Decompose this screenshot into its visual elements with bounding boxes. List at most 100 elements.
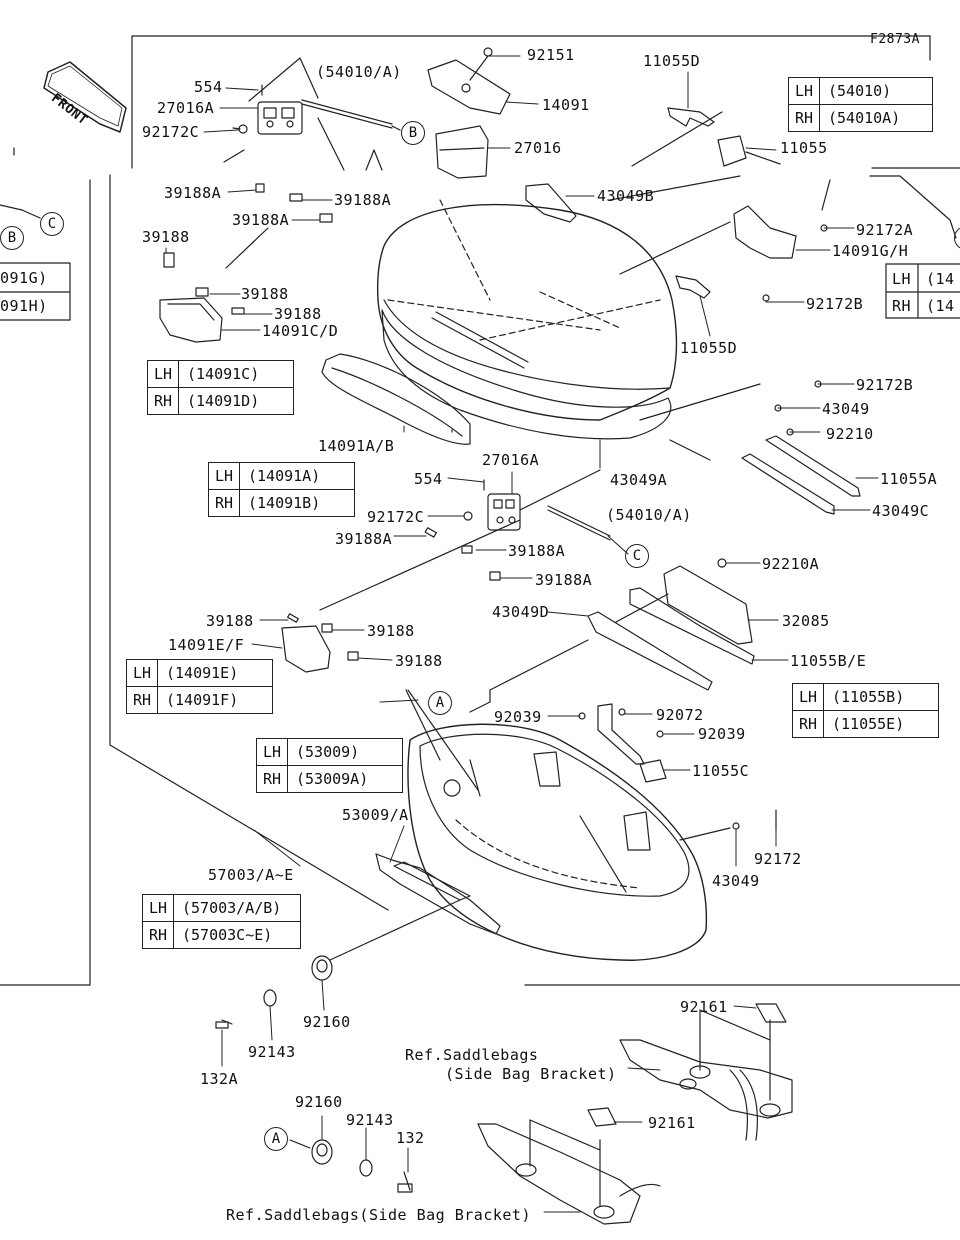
label-14091ab: 14091A/B [318, 437, 395, 455]
label-92161-2: 92161 [648, 1114, 696, 1132]
strip-11055be [629, 587, 755, 665]
table-11055be: LH(11055B) RH(11055E) [792, 683, 939, 738]
cover-14091ef [281, 625, 331, 673]
label-11055c: 11055C [692, 762, 750, 780]
label-43049c: 43049C [872, 502, 930, 520]
label-54010a-mid: (54010/A) [606, 506, 692, 524]
cut-left-text-1: 091G) [0, 269, 48, 287]
saddlebag-case [405, 429, 708, 961]
label-43049b: 43049B [597, 187, 655, 205]
label-27016a-top: 27016A [157, 99, 215, 117]
label-54010a-top: (54010/A) [316, 63, 402, 81]
strip-43049c [741, 453, 835, 515]
ref-circle-b-left: B [0, 226, 24, 250]
label-39188a-2: 39188A [334, 191, 392, 209]
label-39188-b: 39188 [241, 285, 289, 303]
bracket-11055d-mid [675, 275, 711, 299]
label-92172b-1: 92172B [806, 295, 864, 313]
ref-circle-a-top: A [428, 691, 452, 715]
label-39188a-5: 39188A [508, 542, 566, 560]
label-14091ef: 14091E/F [168, 636, 245, 654]
label-43049a: 43049A [610, 471, 668, 489]
label-92143-2: 92143 [346, 1111, 394, 1129]
front-arrow-icon [43, 61, 127, 133]
figure-id: F2873A [870, 32, 920, 47]
table-57003: LH(57003/A/B) RH(57003C~E) [142, 894, 301, 949]
bracket-11055d-top [667, 107, 715, 127]
label-132: 132 [396, 1129, 425, 1147]
leader-lines [165, 55, 879, 1213]
table-14091ef: LH(14091E) RH(14091F) [126, 659, 273, 714]
label-92172b-2: 92172B [856, 376, 914, 394]
label-11055: 11055 [780, 139, 828, 157]
label-554-top: 554 [194, 78, 223, 96]
rod-54010-right [869, 175, 957, 239]
label-92161-1: 92161 [680, 998, 728, 1016]
label-43049: 43049 [822, 400, 870, 418]
label-92160-2: 92160 [295, 1093, 343, 1111]
label-57003: 57003/A~E [208, 866, 294, 884]
cover-14091gh [733, 205, 797, 259]
label-39188-e: 39188 [367, 622, 415, 640]
label-39188a-6: 39188A [535, 571, 593, 589]
cut-right-rh: RH [892, 297, 912, 315]
saddlebag-lid [376, 199, 678, 440]
strip-11055a [765, 435, 861, 497]
ref-saddlebags-1-sub: (Side Bag Bracket) [445, 1065, 617, 1083]
label-43049-b: 43049 [712, 872, 760, 890]
lid-strip [321, 353, 471, 445]
label-92151: 92151 [527, 46, 575, 64]
label-53009a: 53009/A [342, 806, 409, 824]
label-14091cd: 14091C/D [262, 322, 339, 340]
strip-53009a [375, 853, 501, 935]
label-11055d-mid: 11055D [680, 339, 738, 357]
top-lock-assembly [223, 57, 401, 171]
label-92172: 92172 [754, 850, 802, 868]
label-92210a: 92210A [762, 555, 820, 573]
ref-saddlebags-2: Ref.Saddlebags(Side Bag Bracket) [226, 1206, 531, 1224]
strip-43049d [587, 611, 713, 691]
table-54010: LH(54010) RH(54010A) [788, 77, 933, 132]
ref-circle-a-bottom: A [264, 1127, 288, 1151]
label-39188-f: 39188 [395, 652, 443, 670]
bracket-11055 [717, 135, 747, 167]
cover-14091 [427, 59, 511, 115]
label-92072: 92072 [656, 706, 704, 724]
label-27016a-mid: 27016A [482, 451, 540, 469]
label-32085: 32085 [782, 612, 830, 630]
label-39188-c: 39188 [274, 305, 322, 323]
ref-saddlebags-1: Ref.Saddlebags [405, 1046, 539, 1064]
label-92039-1: 92039 [494, 708, 542, 726]
small-plates [163, 183, 333, 315]
label-14091gh: 14091G/H [832, 242, 909, 260]
label-39188-a: 39188 [142, 228, 190, 246]
label-11055a: 11055A [880, 470, 938, 488]
label-132a: 132A [200, 1070, 239, 1088]
cut-right-lh: LH [892, 270, 912, 288]
cover-14091cd [159, 297, 223, 343]
table-14091cd: LH(14091C) RH(14091D) [147, 360, 294, 415]
bracket-43049b [525, 183, 577, 223]
label-27016: 27016 [514, 139, 562, 157]
middle-lock-assembly [424, 469, 611, 581]
label-92039-2: 92039 [698, 725, 746, 743]
label-11055be: 11055B/E [790, 652, 867, 670]
label-11055d-top: 11055D [643, 52, 701, 70]
ref-circle-c: C [625, 544, 649, 568]
label-92172a: 92172A [856, 221, 914, 239]
cut-left-text-2: 091H) [0, 297, 48, 315]
label-39188a-3: 39188A [232, 211, 290, 229]
label-43049d: 43049D [492, 603, 550, 621]
label-92172c-mid: 92172C [367, 508, 425, 526]
table-14091ab: LH(14091A) RH(14091B) [208, 462, 355, 517]
side-bag-bracket-upper [619, 1003, 793, 1141]
label-92143-1: 92143 [248, 1043, 296, 1061]
hinge-27016 [435, 125, 489, 179]
ref-circle-b: B [401, 121, 425, 145]
cut-right-text-1: (14 [926, 270, 955, 288]
label-554-mid: 554 [414, 470, 443, 488]
label-39188-d: 39188 [206, 612, 254, 630]
label-92160-1: 92160 [303, 1013, 351, 1031]
